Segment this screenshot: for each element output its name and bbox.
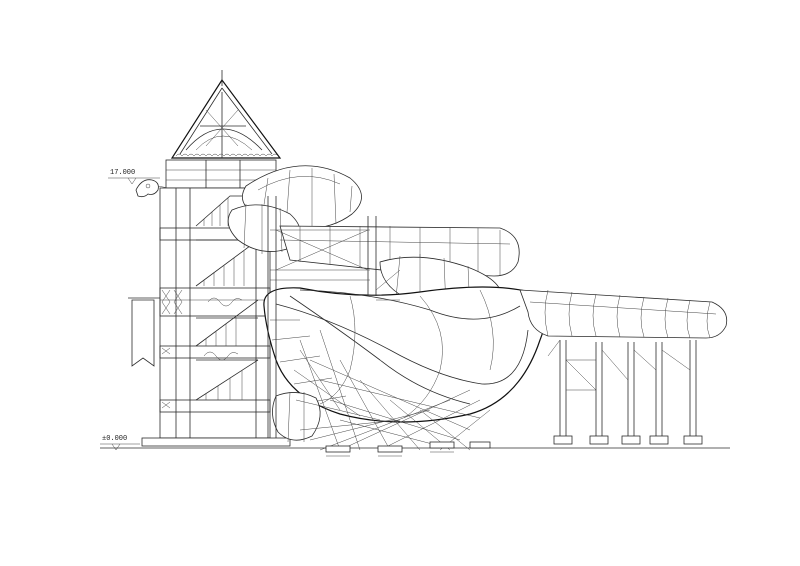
- level-marker-top: 17.000: [108, 169, 160, 185]
- funnel-bowl: [263, 286, 547, 443]
- dragon-carving-lower: [203, 351, 239, 361]
- level-label-top: 17.000: [110, 169, 135, 177]
- tower-roof: [170, 70, 282, 159]
- dragon-carving-upper: [207, 297, 243, 307]
- outflow-tube: [519, 289, 728, 339]
- tower: [128, 70, 291, 447]
- level-label-ground: ±0.000: [102, 435, 127, 443]
- level-marker-ground: ±0.000: [100, 435, 140, 451]
- steel-support-frame: [267, 196, 401, 438]
- bowl-foundations: [325, 441, 491, 457]
- bowl-support-lattice: [293, 329, 491, 451]
- banner-flag: [128, 297, 160, 367]
- tower-lattice-panels: [161, 289, 183, 409]
- outflow-supports: [547, 339, 703, 445]
